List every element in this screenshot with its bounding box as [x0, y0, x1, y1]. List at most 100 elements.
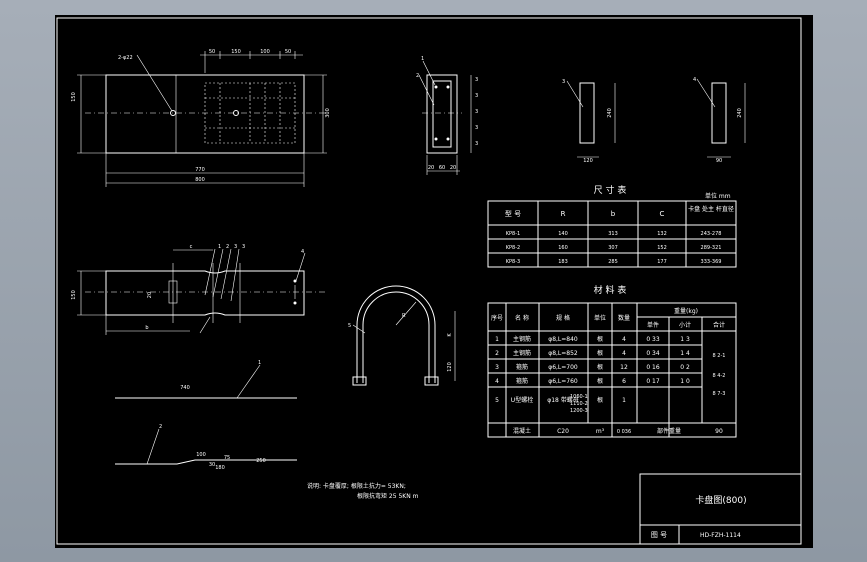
mat-cell-2-1: 箍筋 [516, 363, 528, 371]
mat-concrete-name: 混凝土 [513, 427, 531, 435]
mat-cell-3-0: 4 [495, 378, 499, 385]
section-side-dim-1: 3 [475, 77, 478, 83]
size-cell-2-0: KP8-3 [506, 259, 520, 265]
mat-total-2: 8 4-2 [713, 373, 726, 379]
u-bolt-side-bottom: 120 [447, 362, 453, 372]
hole-right [233, 110, 239, 116]
note-line-1: 说明: 卡盘覆厚; 根限土抗力= 53KN; [307, 482, 406, 490]
size-cell-1-0: KP8-2 [506, 245, 520, 251]
size-header-b: b [611, 210, 616, 218]
material-table: 材 料 表 序号 名 称 规 格 单位 数量 重量(kg) 单件 小计 合计 1… [487, 284, 737, 438]
mat-cell-1-4: 4 [622, 350, 626, 357]
mat-cell-0-0: 1 [495, 336, 499, 343]
size-table-title: 尺 寸 表 [594, 184, 627, 196]
mat-header-weight: 重量(kg) [674, 307, 698, 315]
plan-right-dim: 300 [325, 108, 331, 118]
part4-height: 240 [737, 108, 743, 118]
mat-cell-3-6: 1 0 [680, 378, 690, 385]
mat-header-qty: 数量 [618, 314, 630, 322]
elevation-top-c: c [190, 244, 193, 250]
elevation-callout-3b: 3 [242, 244, 245, 250]
plan-left-dim: 150 [71, 92, 77, 102]
bar-2-sub: 180 [215, 465, 225, 471]
section-view: 1 2 3 3 3 3 3 20 60 20 [416, 56, 478, 175]
part4-label: 4 [693, 77, 696, 83]
plan-top-dim-1: 50 [209, 49, 215, 55]
mat-concrete-qty: 0 036 [617, 429, 631, 435]
section-side-dim-3: 3 [475, 109, 478, 115]
bar-2-label: 2 [159, 424, 162, 430]
size-cell-2-2: 285 [608, 259, 618, 265]
mat-cell-2-0: 3 [495, 364, 499, 371]
drawing-sheet: 2-φ22 50 150 100 50 150 300 770 800 [55, 15, 813, 548]
u-bolt-outline [356, 285, 436, 383]
mat-cell-0-6: 1 3 [680, 336, 690, 343]
mat-cell-3-4: 6 [622, 378, 626, 385]
mat-row5-sub-1: 1060-1 [570, 394, 588, 400]
size-header-model: 型 号 [505, 209, 521, 218]
bar-1-length: 740 [180, 385, 190, 391]
mat-header-subtotal: 小计 [679, 321, 691, 329]
drawing-number: HD-FZH-1114 [700, 532, 741, 539]
bar-2-line [115, 459, 297, 465]
part-4-detail: 4 240 90 [693, 77, 746, 164]
size-cell-2-4: 333-369 [701, 259, 722, 265]
cad-drawing: 2-φ22 50 150 100 50 150 300 770 800 [56, 17, 802, 545]
mat-header-single: 单件 [647, 321, 659, 329]
mat-cell-4-1: U型螺栓 [511, 396, 533, 404]
mat-header-total: 合计 [713, 321, 725, 329]
plan-top-dim-3: 100 [260, 49, 270, 55]
mat-cell-0-5: 0 33 [646, 336, 660, 343]
mat-cell-4-2: φ18 带螺母 [547, 396, 579, 404]
mat-cell-2-2: φ6,L=700 [548, 364, 578, 371]
part3-width: 120 [583, 158, 593, 164]
mat-header-no: 序号 [491, 314, 503, 322]
size-header-r: R [561, 210, 566, 218]
elevation-outline [105, 270, 305, 316]
notes: 说明: 卡盘覆厚; 根限土抗力= 53KN; 根限抗弯矩 25 5KN m [307, 482, 419, 500]
plan-top-dim-2: 150 [231, 49, 241, 55]
mat-cell-4-3: 根 [597, 396, 603, 404]
mat-cell-2-3: 根 [597, 363, 603, 371]
size-cell-0-2: 313 [608, 231, 618, 237]
mat-cell-0-4: 4 [622, 336, 626, 343]
size-cell-1-2: 307 [608, 245, 618, 251]
elevation-bottom-b: b [145, 325, 148, 331]
note-line-2: 根限抗弯矩 25 5KN m [357, 492, 419, 500]
mat-cell-1-1: 主钢筋 [513, 349, 531, 357]
mat-total-1: 8 2-1 [713, 353, 726, 359]
drawing-number-label: 图 号 [651, 531, 667, 539]
part3-height: 240 [607, 108, 613, 118]
size-cell-1-1: 160 [558, 245, 568, 251]
mat-concrete-label: 部件重量 [657, 427, 681, 435]
mat-header-spec: 规 格 [556, 314, 570, 322]
mat-cell-3-1: 箍筋 [516, 377, 528, 385]
drawing-frame [56, 17, 802, 545]
mat-cell-2-5: 0 16 [646, 364, 660, 371]
section-bottom-dim-2: 60 [439, 165, 445, 171]
bar-2-detail: 2 100 30 75 250 180 [115, 424, 297, 471]
section-side-dim-2: 3 [475, 93, 478, 99]
mat-row5-sub-2: 1110-2 [570, 401, 588, 407]
plan-outline [105, 74, 305, 154]
hole-label: 2-φ22 [118, 55, 133, 61]
bar-2-dim-2: 30 [209, 462, 215, 468]
plan-view: 2-φ22 50 150 100 50 150 300 770 800 [71, 49, 331, 187]
mat-row5-sub-3: 1200-3 [570, 408, 588, 414]
hole-left [170, 110, 176, 116]
plan-bottom-outer: 800 [195, 177, 205, 183]
part4-width: 90 [716, 158, 722, 164]
mat-cell-3-2: φ6,L=760 [548, 378, 578, 385]
mat-concrete-value: 90 [715, 428, 723, 435]
mat-cell-4-0: 5 [495, 397, 499, 404]
mat-cell-0-1: 主钢筋 [513, 335, 531, 343]
u-bolt-detail: R 5 K 120 [348, 285, 456, 386]
bar-2-dim-4: 250 [256, 458, 266, 464]
mat-cell-0-3: 根 [597, 335, 603, 343]
size-cell-0-1: 140 [558, 231, 568, 237]
bar-2-dim-3: 75 [224, 455, 230, 461]
mat-cell-1-3: 根 [597, 349, 603, 357]
